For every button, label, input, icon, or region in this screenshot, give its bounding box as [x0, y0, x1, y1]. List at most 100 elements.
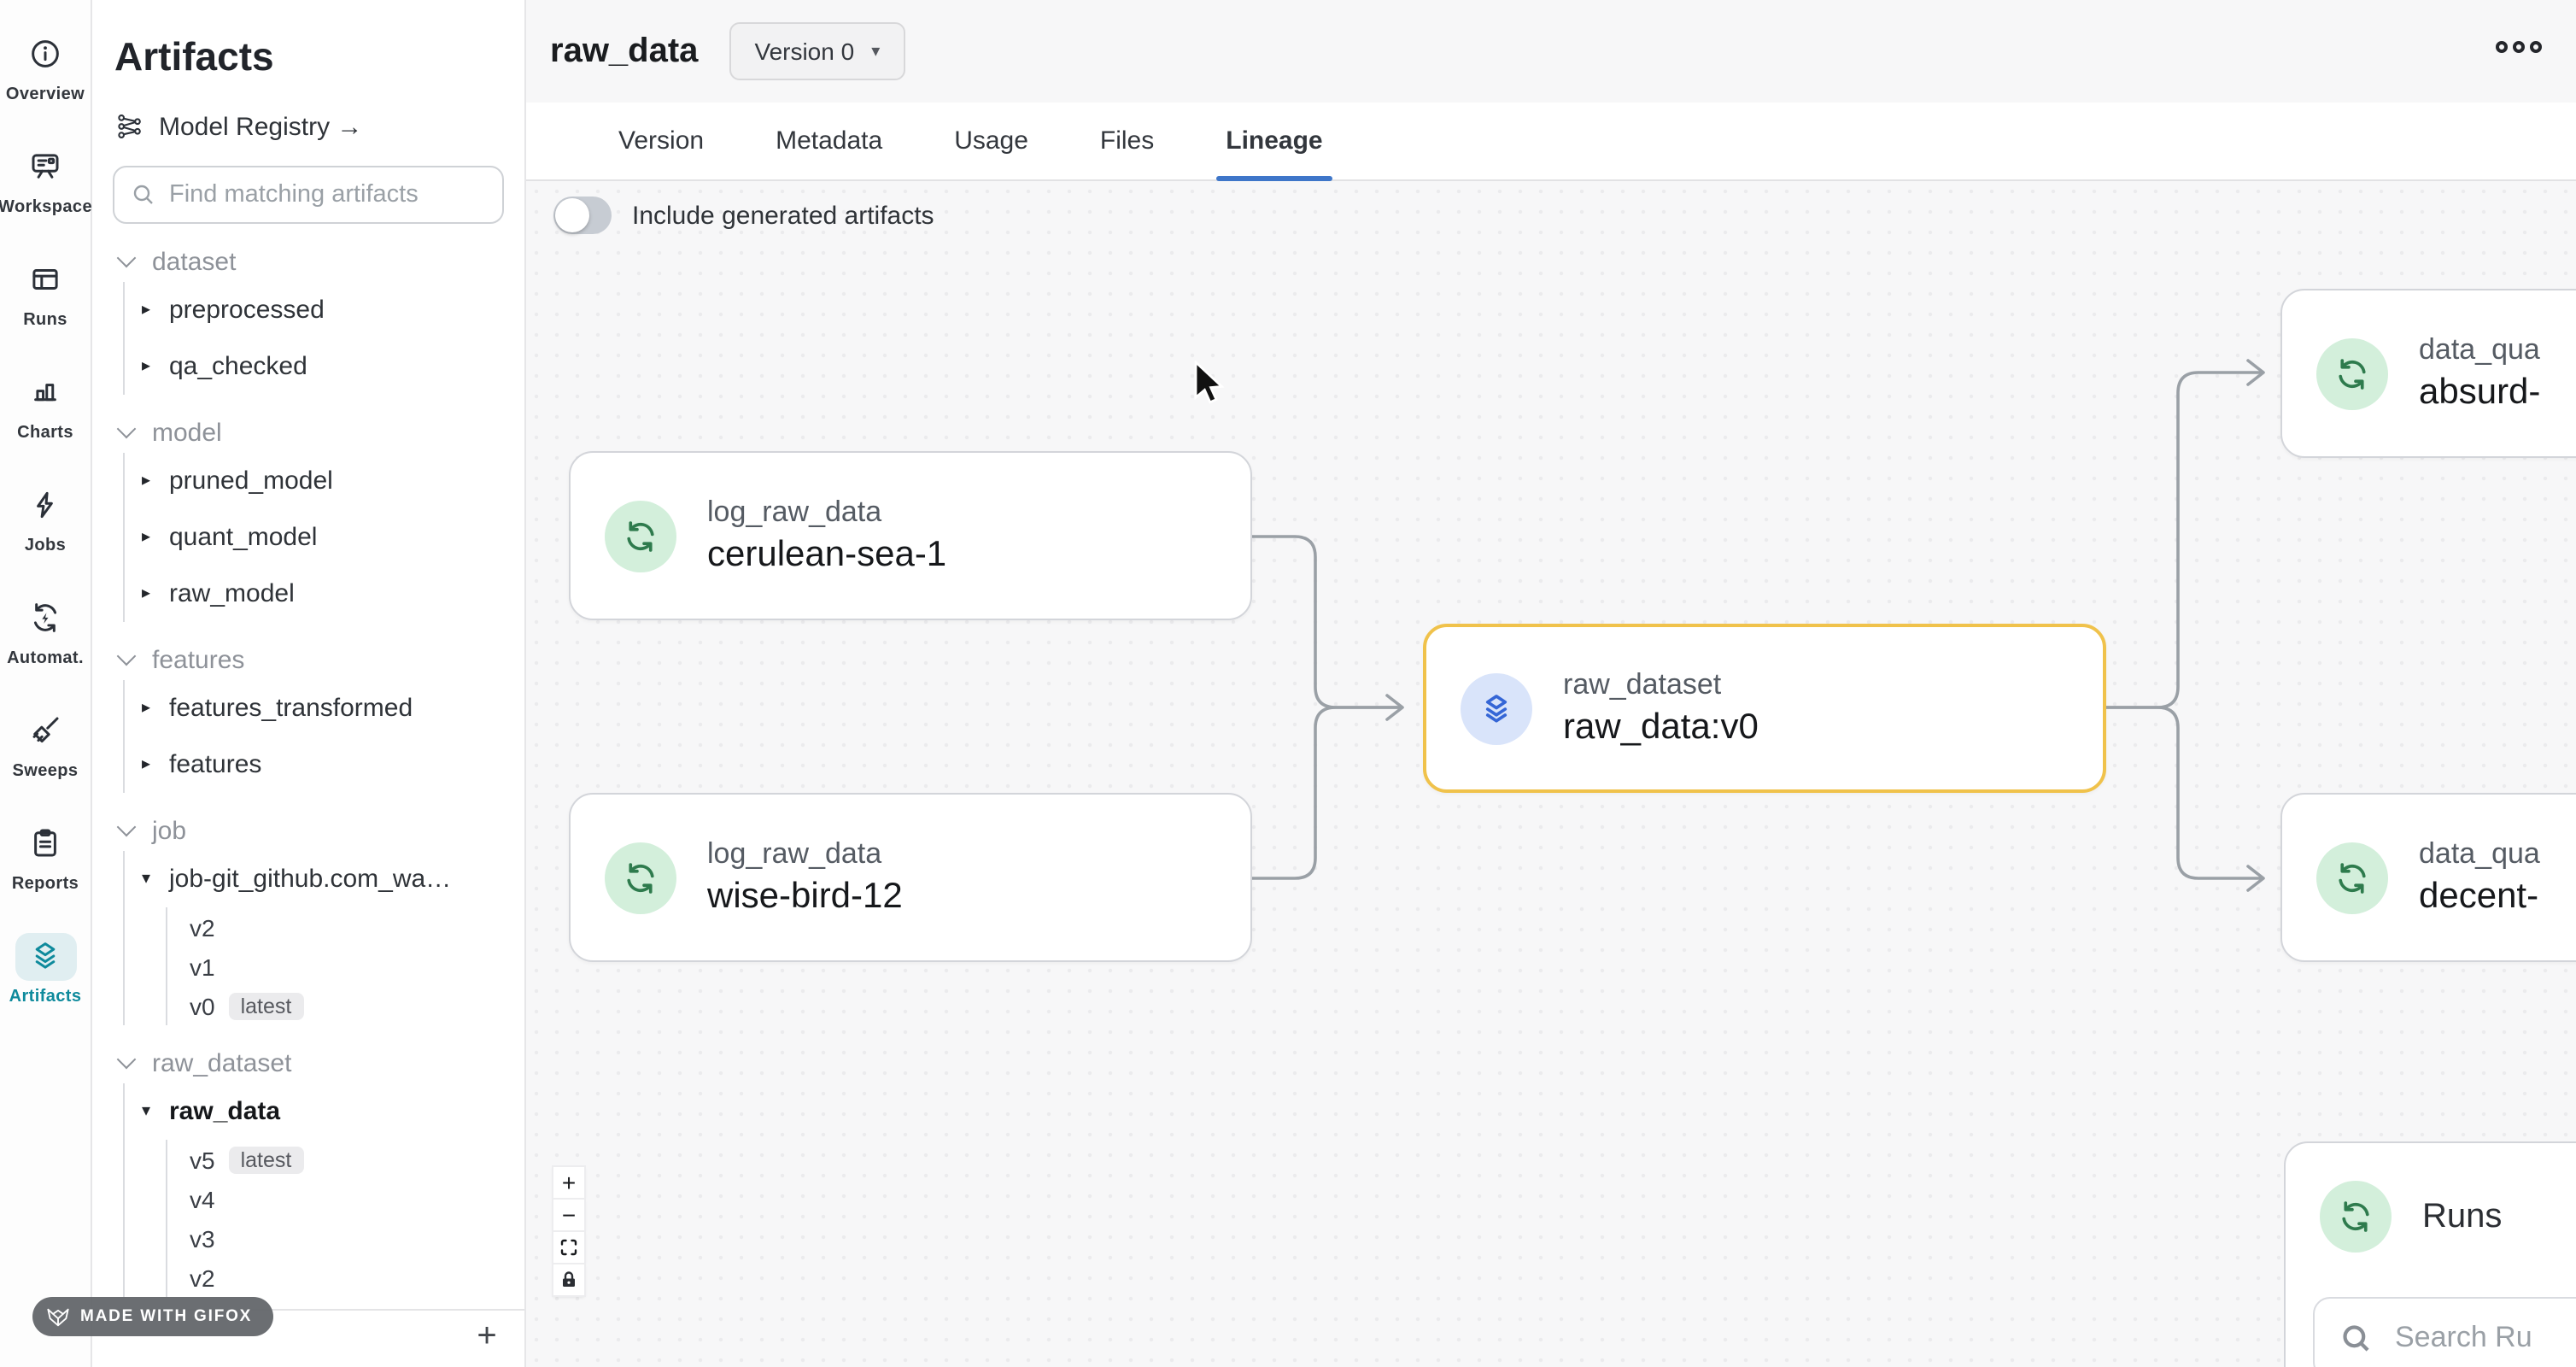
sidebar-item-sweeps[interactable]: Sweeps	[0, 687, 91, 800]
tree-section-job[interactable]: job	[92, 810, 524, 851]
broom-icon	[15, 707, 76, 754]
overflow-menu-icon[interactable]	[2496, 41, 2542, 53]
model-registry-icon	[118, 114, 141, 138]
triangle-down-icon	[142, 870, 169, 889]
sidebar-item-jobs[interactable]: Jobs	[0, 461, 91, 574]
triangle-right-icon	[142, 301, 169, 320]
tree-section-features[interactable]: features	[92, 639, 524, 680]
toggle-label: Include generated artifacts	[632, 201, 934, 230]
run-icon	[605, 842, 676, 913]
triangle-right-icon	[142, 699, 169, 718]
run-icon	[605, 500, 676, 572]
tree-section-dataset[interactable]: dataset	[92, 241, 524, 282]
search-input[interactable]	[169, 181, 487, 208]
run-icon	[2316, 337, 2388, 409]
sidebar-item-workspace[interactable]: Workspace	[0, 123, 92, 236]
tree-item[interactable]: preprocessed	[142, 282, 524, 338]
tab-files[interactable]: Files	[1099, 126, 1155, 155]
tree-item[interactable]: features	[142, 736, 524, 793]
runs-search[interactable]	[2313, 1297, 2576, 1367]
tree-item[interactable]: quant_model	[142, 509, 524, 566]
triangle-down-icon	[142, 1102, 169, 1121]
tree-section-raw-dataset[interactable]: raw_dataset	[92, 1042, 524, 1083]
search-icon	[133, 185, 153, 204]
version-item[interactable]: v2	[190, 913, 215, 941]
bar-chart-icon	[15, 368, 76, 416]
mouse-cursor	[1192, 359, 1230, 414]
tree-item[interactable]: raw_model	[142, 566, 524, 622]
include-generated-toggle[interactable]	[553, 197, 612, 234]
tab-metadata[interactable]: Metadata	[776, 126, 883, 155]
layers-icon	[15, 932, 76, 980]
run-icon	[2316, 842, 2388, 913]
version-item[interactable]: v3	[190, 1224, 215, 1252]
sidebar-item-automations[interactable]: Automat.	[0, 574, 91, 687]
fit-view-button[interactable]	[553, 1232, 584, 1263]
add-artifact-button[interactable]: +	[477, 1317, 497, 1354]
zoom-out-button[interactable]: −	[553, 1200, 584, 1230]
tab-bar: Version Metadata Usage Files Lineage	[526, 103, 2576, 181]
table-icon	[15, 255, 76, 303]
runs-search-input[interactable]	[2395, 1321, 2576, 1355]
version-item[interactable]: v4	[190, 1185, 215, 1212]
tree-item[interactable]: pruned_model	[142, 453, 524, 509]
artifact-header: raw_data Version 0	[526, 0, 2576, 103]
sidebar-item-artifacts[interactable]: Artifacts	[0, 912, 91, 1025]
tree-item[interactable]: features_transformed	[142, 680, 524, 736]
tab-usage[interactable]: Usage	[954, 126, 1028, 155]
tab-version[interactable]: Version	[618, 126, 705, 155]
artifact-tree: dataset preprocessed qa_checked model pr…	[92, 241, 524, 1297]
tree-item[interactable]: qa_checked	[142, 338, 524, 395]
chevron-down-icon	[116, 817, 137, 837]
tree-item-raw-data[interactable]: raw_data	[142, 1083, 524, 1140]
version-dropdown[interactable]: Version 0	[729, 22, 906, 80]
version-item[interactable]: v1	[190, 953, 215, 980]
zoom-controls: + −	[553, 1167, 584, 1295]
artifact-title: raw_data	[550, 32, 699, 69]
automation-refresh-icon	[15, 594, 76, 642]
tree-section-model[interactable]: model	[92, 412, 524, 453]
lightning-icon	[15, 481, 76, 529]
version-item[interactable]: v2	[190, 1264, 215, 1291]
chevron-down-icon	[116, 1049, 137, 1070]
latest-badge: latest	[228, 1146, 304, 1173]
sidebar-item-charts[interactable]: Charts	[0, 349, 91, 461]
triangle-right-icon	[142, 755, 169, 774]
runs-panel-title: Runs	[2422, 1197, 2503, 1235]
triangle-right-icon	[142, 357, 169, 376]
triangle-right-icon	[142, 472, 169, 490]
lineage-canvas[interactable]: Include generated artifacts log_raw_data…	[526, 181, 2576, 1367]
dataset-icon	[1461, 672, 1532, 744]
sidebar-item-runs[interactable]: Runs	[0, 236, 91, 349]
model-registry-link[interactable]: Model Registry →	[114, 111, 524, 142]
triangle-right-icon	[142, 584, 169, 603]
page-title: Artifacts	[114, 34, 274, 79]
lock-icon	[563, 1271, 575, 1287]
main-area: raw_data Version 0 Version Metadata Usag…	[526, 0, 2576, 1367]
lock-button[interactable]	[553, 1264, 584, 1295]
tree-item[interactable]: job-git_github.com_wa…	[142, 851, 524, 907]
fit-view-icon	[560, 1239, 577, 1256]
clipboard-icon	[15, 819, 76, 867]
toggle-knob	[555, 198, 589, 232]
sidebar-item-overview[interactable]: Overview	[0, 10, 91, 123]
search-icon	[2343, 1324, 2369, 1351]
fox-icon	[47, 1307, 69, 1326]
triangle-right-icon	[142, 528, 169, 547]
zoom-in-button[interactable]: +	[553, 1167, 584, 1198]
runs-panel[interactable]: Runs	[2284, 1141, 2576, 1367]
artifact-search[interactable]	[113, 166, 504, 224]
tab-lineage[interactable]: Lineage	[1202, 103, 1346, 181]
sidebar-item-reports[interactable]: Reports	[0, 800, 91, 912]
info-icon	[15, 30, 76, 78]
workspace-icon	[15, 143, 76, 191]
chevron-down-icon	[116, 419, 137, 439]
